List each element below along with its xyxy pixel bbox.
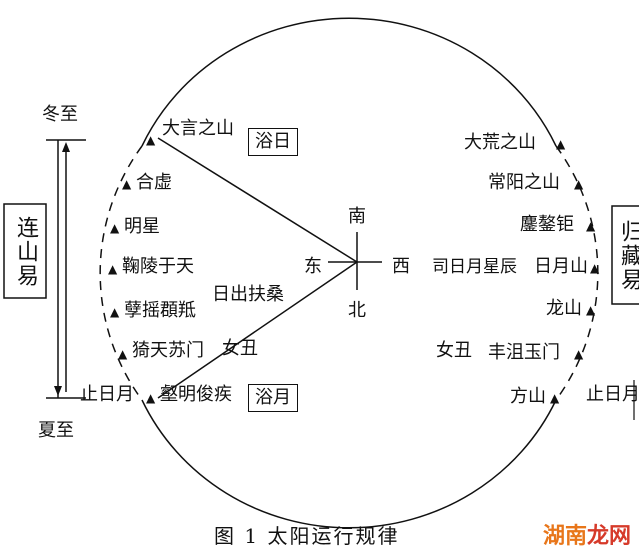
west-mountain-1: 大言之山: [162, 118, 234, 139]
west-zhiriyue: 止日月: [80, 384, 134, 405]
east-mountain-1: 大荒之山: [464, 132, 536, 153]
direction-north: 北: [348, 300, 366, 321]
triangle-icon: ▲: [146, 391, 156, 405]
east-mountain-3: 鏖鏊钜: [520, 214, 574, 235]
arrow-up: [62, 142, 70, 152]
west-nvchou: 女丑: [222, 338, 258, 359]
sunrise-label: 日出扶桑: [212, 284, 284, 305]
guicangyi-label: 归藏易: [617, 220, 639, 292]
east-mountain-4: 日月山: [534, 256, 588, 277]
circle-lower-arc: [141, 399, 557, 529]
circle-right-dashed-arc: [555, 145, 599, 401]
west-mountain-6: 猗天苏门: [132, 340, 204, 361]
triangle-icon: ▲: [574, 177, 584, 191]
direction-west: 西: [392, 256, 410, 277]
triangle-icon: ▲: [108, 262, 118, 276]
yuri-box: 浴日: [248, 128, 298, 156]
line-lower-to-center: [157, 261, 358, 399]
west-mountain-7: 壑明俊疾: [160, 384, 232, 405]
triangle-icon: ▲: [586, 303, 596, 317]
west-mountain-4: 鞠陵于天: [122, 256, 194, 277]
triangle-icon: ▲: [586, 219, 596, 233]
triangle-icon: ▲: [118, 347, 128, 361]
east-mountain-7: 方山: [510, 386, 546, 407]
winter-solstice-label: 冬至: [42, 104, 78, 125]
triangle-icon: ▲: [110, 305, 120, 319]
right-zhiriyue: 止日月: [586, 384, 639, 405]
guicang-box: [611, 205, 639, 305]
yuyue-box: 浴月: [248, 384, 298, 412]
triangle-icon: ▲: [550, 391, 560, 405]
triangle-icon: ▲: [556, 137, 566, 151]
logo-part-2: 龙网: [586, 524, 631, 549]
triangle-icon: ▲: [590, 261, 600, 275]
west-mountain-3: 明星: [124, 216, 160, 237]
east-mountain-6: 丰沮玉门: [488, 342, 560, 363]
west-mountain-2: 合虚: [136, 172, 172, 193]
east-nvchou: 女丑: [436, 340, 472, 361]
triangle-icon: ▲: [122, 177, 132, 191]
triangle-icon: ▲: [574, 347, 584, 361]
lianshan-box: [3, 203, 47, 299]
circle-left-dashed-arc: [99, 145, 143, 401]
east-siriyuexingchen: 司日月星辰: [432, 257, 517, 277]
summer-solstice-label: 夏至: [38, 420, 74, 441]
circle-upper-arc: [141, 17, 557, 147]
triangle-icon: ▲: [110, 221, 120, 235]
lianshanyi-label: 连山易: [13, 216, 38, 288]
east-mountain-2: 常阳之山: [488, 172, 560, 193]
line-upper-to-center: [157, 137, 358, 263]
watermark-logo: 湖南龙网: [543, 518, 631, 550]
west-mountain-5: 孽摇頵羝: [124, 300, 196, 321]
logo-part-1: 湖南: [542, 524, 587, 549]
triangle-icon: ▲: [146, 133, 156, 147]
arrow-down: [54, 386, 62, 396]
east-mountain-5: 龙山: [546, 298, 582, 319]
figure-caption: 图 1 太阳运行规律: [214, 524, 400, 548]
direction-south: 南: [348, 206, 366, 227]
direction-east: 东: [304, 256, 322, 277]
